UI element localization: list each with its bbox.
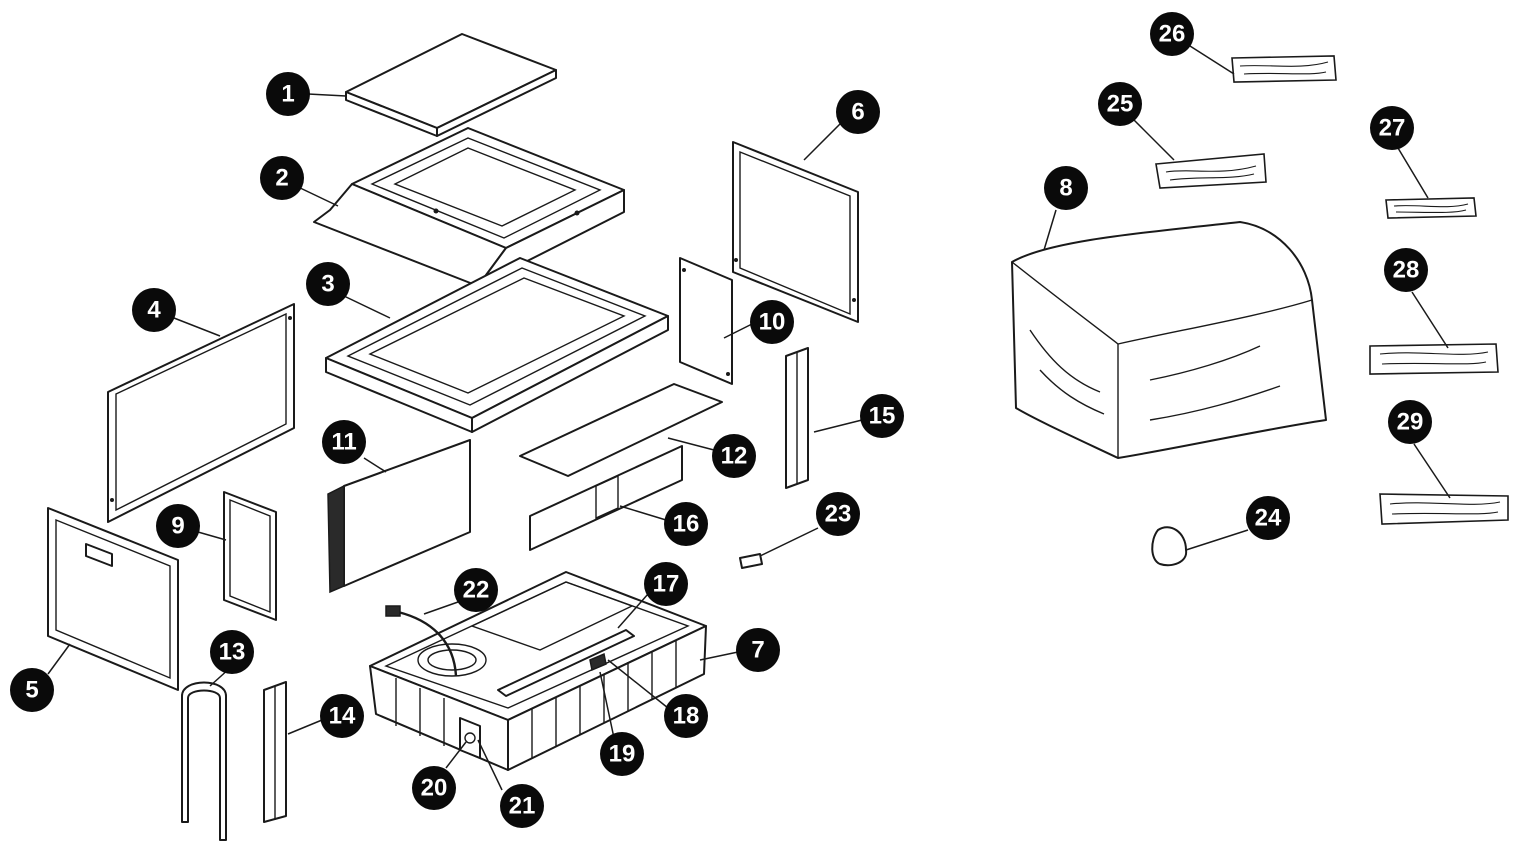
callout-15: 15 bbox=[860, 394, 904, 438]
part-24-stone bbox=[1151, 526, 1188, 567]
callout-22: 22 bbox=[454, 568, 498, 612]
part-23-fitting bbox=[739, 553, 763, 569]
callout-20: 20 bbox=[412, 766, 456, 810]
callout-8-label: 8 bbox=[1059, 175, 1072, 202]
callout-14-label: 14 bbox=[329, 703, 356, 730]
part-4-side-panel bbox=[107, 303, 295, 523]
callout-14: 14 bbox=[320, 694, 364, 738]
callout-13-label: 13 bbox=[219, 639, 246, 666]
part-2-top-frame bbox=[313, 127, 625, 287]
callout-26: 26 bbox=[1150, 12, 1194, 56]
callout-8: 8 bbox=[1044, 166, 1088, 210]
callout-1-label: 1 bbox=[281, 81, 294, 108]
part-1-lid-panel bbox=[345, 33, 557, 137]
part-13-handle bbox=[181, 681, 227, 841]
callout-11: 11 bbox=[322, 420, 366, 464]
part-10-narrow-panel bbox=[679, 257, 733, 385]
callout-29-label: 29 bbox=[1397, 409, 1424, 436]
part-14-channel bbox=[263, 681, 287, 823]
callout-18: 18 bbox=[664, 694, 708, 738]
callout-13: 13 bbox=[210, 630, 254, 674]
callout-7: 7 bbox=[736, 628, 780, 672]
callout-28: 28 bbox=[1384, 248, 1428, 292]
callout-22-label: 22 bbox=[463, 577, 490, 604]
callout-17-label: 17 bbox=[653, 571, 680, 598]
part-26-log bbox=[1231, 55, 1337, 83]
callout-16: 16 bbox=[664, 502, 708, 546]
callout-3-label: 3 bbox=[321, 271, 334, 298]
callout-5: 5 bbox=[10, 668, 54, 712]
callout-9-label: 9 bbox=[171, 513, 184, 540]
callout-12: 12 bbox=[712, 434, 756, 478]
callout-25: 25 bbox=[1098, 82, 1142, 126]
callout-1: 1 bbox=[266, 72, 310, 116]
callout-12-label: 12 bbox=[721, 443, 748, 470]
callout-15-label: 15 bbox=[869, 403, 896, 430]
part-27-log bbox=[1385, 197, 1477, 219]
callout-27-label: 27 bbox=[1379, 115, 1406, 142]
part-9-small-panel bbox=[223, 491, 277, 621]
callout-9: 9 bbox=[156, 504, 200, 548]
callout-19-label: 19 bbox=[609, 741, 636, 768]
callout-24-label: 24 bbox=[1255, 505, 1282, 532]
part-8-cover bbox=[1011, 221, 1327, 459]
part-5-door-panel bbox=[47, 507, 179, 691]
part-6-rear-panel bbox=[732, 141, 859, 323]
callout-3: 3 bbox=[306, 262, 350, 306]
callout-20-label: 20 bbox=[421, 775, 448, 802]
callout-21-label: 21 bbox=[509, 793, 536, 820]
callout-27: 27 bbox=[1370, 106, 1414, 150]
callout-5-label: 5 bbox=[25, 677, 38, 704]
callout-16-label: 16 bbox=[673, 511, 700, 538]
leader-lines bbox=[47, 45, 1451, 791]
callout-23-label: 23 bbox=[825, 501, 852, 528]
part-3-surround-frame bbox=[325, 257, 669, 433]
callout-17: 17 bbox=[644, 562, 688, 606]
part-22-gas-hose bbox=[385, 605, 458, 677]
callout-19: 19 bbox=[600, 732, 644, 776]
part-25-log bbox=[1155, 153, 1267, 189]
callout-25-label: 25 bbox=[1107, 91, 1134, 118]
callout-4-label: 4 bbox=[147, 297, 161, 324]
part-15-channel bbox=[785, 347, 809, 489]
callout-6: 6 bbox=[836, 90, 880, 134]
callout-24: 24 bbox=[1246, 496, 1290, 540]
callout-26-label: 26 bbox=[1159, 21, 1186, 48]
part-28-log bbox=[1369, 343, 1499, 375]
part-29-log bbox=[1379, 493, 1509, 525]
part-7-base-body bbox=[369, 571, 707, 771]
callout-28-label: 28 bbox=[1393, 257, 1420, 284]
callout-10-label: 10 bbox=[759, 309, 786, 336]
callout-7-label: 7 bbox=[751, 637, 764, 664]
callout-2-label: 2 bbox=[275, 165, 288, 192]
part-16-bracket bbox=[529, 445, 683, 551]
part-11-mesh-panel bbox=[327, 439, 471, 594]
callout-18-label: 18 bbox=[673, 703, 700, 730]
callout-4: 4 bbox=[132, 288, 176, 332]
part-12-plate bbox=[519, 383, 723, 477]
callout-10: 10 bbox=[750, 300, 794, 344]
callout-29: 29 bbox=[1388, 400, 1432, 444]
callout-11-label: 11 bbox=[331, 429, 356, 456]
callout-21: 21 bbox=[500, 784, 544, 828]
callout-2: 2 bbox=[260, 156, 304, 200]
callout-23: 23 bbox=[816, 492, 860, 536]
callout-6-label: 6 bbox=[851, 99, 864, 126]
